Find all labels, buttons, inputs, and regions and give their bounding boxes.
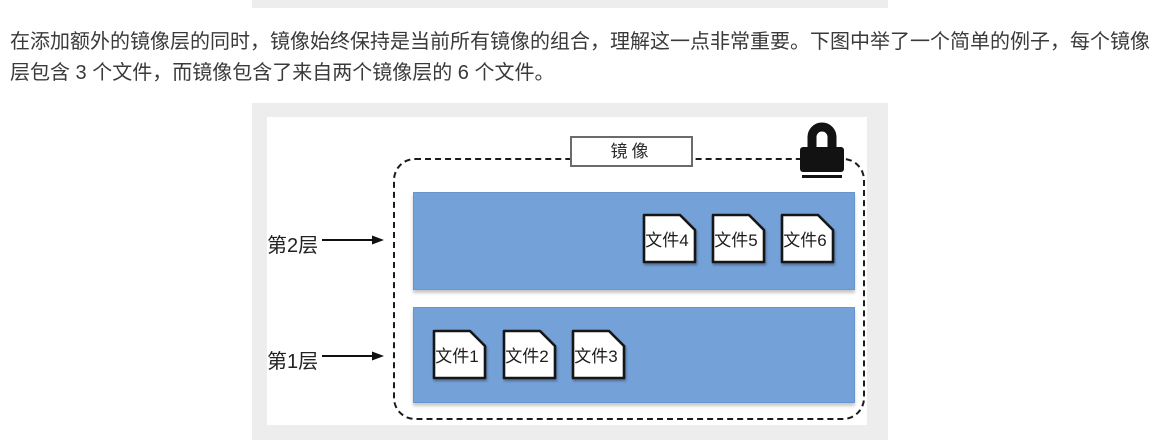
file-label: 文件3 — [574, 347, 618, 366]
document-shape-icon — [502, 329, 557, 380]
file-icon: 文件1 — [430, 329, 488, 381]
paragraph: 在添加额外的镜像层的同时，镜像始终保持是当前所有镜像的组合，理解这一点非常重要。… — [10, 27, 1150, 89]
file-icon: 文件6 — [778, 213, 836, 265]
file-icon: 文件2 — [500, 329, 558, 381]
figure-frame: 镜像 文件4 文件5 文件6 文件1 — [252, 103, 888, 440]
file-label: 文件2 — [505, 347, 549, 366]
document-shape-icon — [780, 213, 835, 264]
document-shape-icon — [571, 329, 626, 380]
lock-icon — [800, 122, 844, 178]
file-label: 文件4 — [645, 231, 689, 250]
layer-2-label: 第2层 — [267, 235, 319, 257]
file-icon: 文件5 — [709, 213, 767, 265]
image-label: 镜像 — [570, 136, 693, 167]
diagram-panel: 镜像 文件4 文件5 文件6 文件1 — [267, 117, 867, 425]
arrow-right-icon — [322, 235, 384, 245]
layer-1-label: 第1层 — [267, 351, 319, 373]
file-label: 文件6 — [783, 231, 827, 250]
document-shape-icon — [642, 213, 697, 264]
document-shape-icon — [432, 329, 487, 380]
file-icon: 文件4 — [640, 213, 698, 265]
paragraph-line-2: 层包含 3 个文件，而镜像包含了来自两个镜像层的 6 个文件。 — [10, 62, 555, 84]
file-icon: 文件3 — [569, 329, 627, 381]
previous-figure-edge — [252, 0, 888, 8]
paragraph-line-1: 在添加额外的镜像层的同时，镜像始终保持是当前所有镜像的组合，理解这一点非常重要。… — [10, 31, 1150, 53]
layer-1-rect — [413, 307, 855, 403]
file-label: 文件5 — [714, 231, 758, 250]
arrow-right-icon — [322, 351, 384, 361]
file-label: 文件1 — [435, 347, 479, 366]
document-shape-icon — [711, 213, 766, 264]
